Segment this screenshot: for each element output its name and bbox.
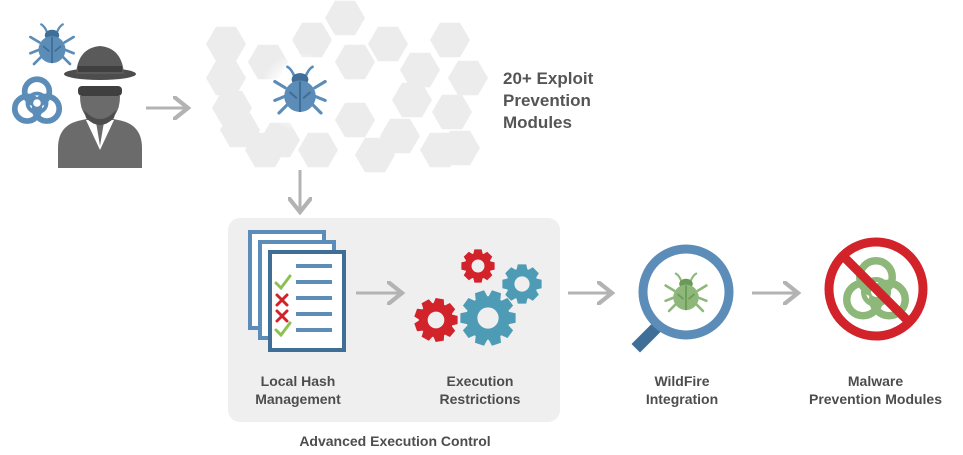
- hexagon: [335, 44, 375, 80]
- magnifier-bug-icon: [631, 244, 734, 353]
- hexagon: [325, 0, 365, 36]
- execution-restrictions-label: Execution Restrictions: [400, 373, 560, 408]
- label-line: Prevention: [503, 91, 591, 111]
- hexagon-grid: [206, 0, 488, 173]
- hexagon: [335, 102, 375, 138]
- hexagon: [432, 94, 472, 130]
- label-line: Restrictions: [439, 390, 521, 407]
- hexagon: [206, 60, 246, 96]
- hexagon: [245, 132, 285, 168]
- label-line: Integration: [645, 390, 719, 407]
- hexagon: [355, 137, 395, 173]
- hexagon: [400, 52, 440, 88]
- label-line: Local Hash: [260, 373, 336, 389]
- hexagon: [392, 82, 432, 118]
- label-line: 20+ Exploit: [503, 69, 594, 88]
- biohazard-icon: [11, 76, 63, 124]
- hexagon: [368, 26, 408, 62]
- hexagon: [430, 22, 470, 58]
- hacker-icon: [58, 46, 142, 168]
- advanced-execution-control-label: Advanced Execution Control: [299, 433, 491, 449]
- hexagon: [298, 132, 338, 168]
- checklist-document-icon: [248, 230, 346, 352]
- label-line: Execution: [446, 373, 514, 389]
- label-line: Malware: [847, 373, 904, 389]
- hexagon: [420, 132, 460, 168]
- label-line: WildFire: [654, 373, 710, 389]
- hexagon: [220, 112, 260, 148]
- hexagon: [448, 60, 488, 96]
- bug-icon: [29, 23, 75, 66]
- malware-prevention-label: Malware Prevention Modules: [793, 373, 958, 408]
- exploit-modules-label: 20+ Exploit Prevention Modules: [503, 68, 643, 134]
- hexagon: [380, 118, 420, 154]
- bug-icon: [273, 65, 327, 115]
- label-line: Modules: [503, 113, 572, 133]
- local-hash-label: Local Hash Management: [228, 373, 368, 408]
- no-malware-icon: [824, 237, 928, 341]
- label-line: Prevention Modules: [808, 390, 943, 407]
- hexagon: [206, 26, 246, 62]
- gears-icon: [414, 249, 542, 346]
- label-line: Management: [255, 390, 341, 407]
- hexagon: [292, 22, 332, 58]
- wildfire-label: WildFire Integration: [612, 373, 752, 408]
